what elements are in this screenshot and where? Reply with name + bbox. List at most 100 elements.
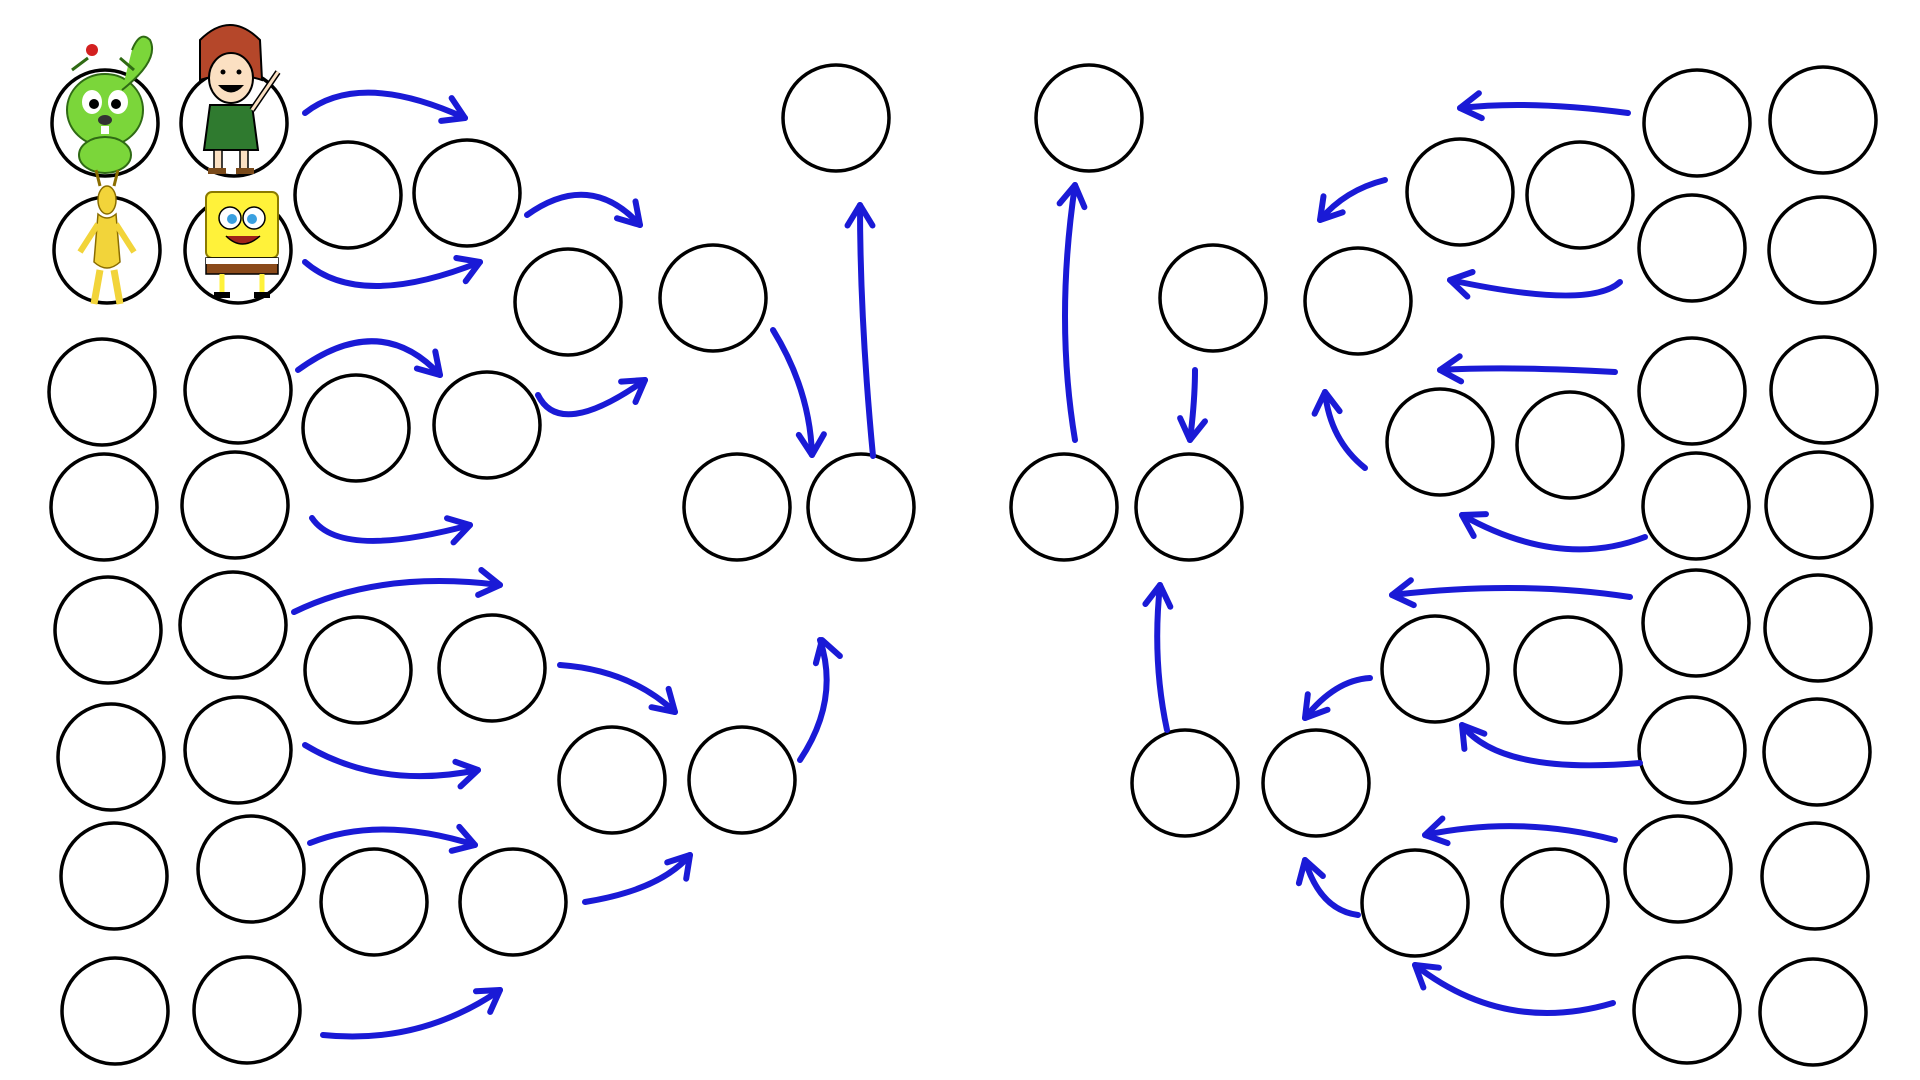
arrow-head-icon: [444, 515, 473, 546]
bracket-slot-r32-L3a[interactable]: [303, 615, 413, 725]
arrow-head-icon: [1056, 182, 1088, 211]
bracket-slot-r32-R1b[interactable]: [1525, 140, 1635, 250]
bracket-slot-r64-R7a[interactable]: [1623, 814, 1733, 924]
arrow-head-icon: [413, 348, 443, 378]
arrow-head-icon: [1437, 353, 1465, 385]
advance-arrow: [1422, 815, 1618, 847]
bracket-slot-e8-La[interactable]: [682, 452, 792, 562]
bracket-slot-r64-R2a[interactable]: [1637, 193, 1747, 303]
bracket-slot-s16-L2a[interactable]: [557, 725, 667, 835]
advance-arrow: [1317, 177, 1388, 223]
bracket-slot-final-R[interactable]: [1034, 63, 1144, 173]
bracket-slot-r64-L5b[interactable]: [178, 570, 288, 680]
bracket-slot-r32-R2a[interactable]: [1385, 387, 1495, 497]
advance-arrow: [1177, 367, 1208, 443]
advance-arrow: [524, 191, 643, 228]
arrow-head-icon: [1459, 511, 1489, 539]
bracket-slot-r64-R6b[interactable]: [1762, 697, 1872, 807]
bracket-slot-r32-R4b[interactable]: [1500, 847, 1610, 957]
arrow-head-icon: [1302, 691, 1331, 721]
arrow-head-icon: [438, 95, 468, 124]
bracket-slot-r64-L8b[interactable]: [192, 955, 302, 1065]
bracket-slot-r32-L1b[interactable]: [412, 138, 522, 248]
advance-arrow: [582, 852, 693, 905]
advance-arrow: [309, 515, 473, 546]
bracket-slot-r64-R1a[interactable]: [1642, 68, 1752, 178]
bracket-slot-r32-R2b[interactable]: [1515, 390, 1625, 500]
bracket-slot-s16-L1b[interactable]: [658, 243, 768, 353]
bracket-slot-r64-R4a[interactable]: [1641, 451, 1751, 561]
bracket-slot-s16-R1b[interactable]: [1303, 246, 1413, 356]
bracket-slot-r32-L1a[interactable]: [293, 140, 403, 250]
arrow-head-icon: [664, 852, 693, 882]
bracket-slot-r32-R3b[interactable]: [1513, 615, 1623, 725]
bracket-slot-r64-L6b[interactable]: [183, 695, 293, 805]
bracket-slot-r32-R1a[interactable]: [1405, 137, 1515, 247]
bracket-slot-r64-R3a[interactable]: [1637, 336, 1747, 446]
arrow-head-icon: [475, 567, 503, 598]
bracket-slot-s16-L2b[interactable]: [687, 725, 797, 835]
bracket-slot-s16-R1a[interactable]: [1158, 243, 1268, 353]
bracket-slot-r64-L7b[interactable]: [196, 814, 306, 924]
bracket-slot-r32-L3b[interactable]: [437, 613, 547, 723]
bracket-slot-s16-R2a[interactable]: [1130, 728, 1240, 838]
bracket-slot-r64-R8a[interactable]: [1632, 955, 1742, 1065]
bracket-slot-r64-L3b[interactable]: [183, 335, 293, 445]
advance-arrow: [1437, 353, 1618, 385]
advance-arrow: [770, 327, 827, 458]
advance-arrow: [1459, 722, 1643, 769]
bracket-slot-r64-L4a[interactable]: [49, 452, 159, 562]
advance-arrows: [291, 89, 1648, 1040]
bracket-slot-r64-L4b[interactable]: [180, 450, 290, 560]
bracket-slot-s16-L1a[interactable]: [513, 247, 623, 357]
advance-arrow: [535, 377, 648, 418]
bracket-slot-r64-R5a[interactable]: [1641, 568, 1751, 678]
arrow-head-icon: [844, 202, 876, 229]
arrow-head-icon: [1142, 582, 1174, 610]
advance-arrow: [307, 823, 478, 854]
advance-arrow: [1457, 90, 1631, 122]
bracket-slot-r64-L7a[interactable]: [59, 821, 169, 931]
bracket-slot-r64-L3a[interactable]: [47, 337, 157, 447]
arrow-head-icon: [1389, 577, 1417, 609]
advance-arrow: [1311, 389, 1368, 471]
arrow-head-icon: [473, 987, 503, 1015]
bracket-slot-r32-L2b[interactable]: [432, 370, 542, 480]
bracket-slots: [47, 63, 1879, 1067]
bracket-slot-e8-Ra[interactable]: [1009, 452, 1119, 562]
arrow-head-icon: [648, 685, 678, 715]
advance-arrow: [1142, 582, 1174, 733]
bracket-slot-r64-L8a[interactable]: [60, 956, 170, 1066]
advance-arrow: [302, 742, 481, 790]
green-squirrel-character-icon: [66, 35, 154, 174]
advance-arrow: [1412, 962, 1616, 1016]
bracket-slot-r64-R1b[interactable]: [1768, 65, 1878, 175]
bracket-slot-r32-L4a[interactable]: [319, 847, 429, 957]
yellow-creature-character-icon: [77, 169, 137, 305]
advance-arrow: [1447, 269, 1623, 300]
bracket-slot-e8-Rb[interactable]: [1134, 452, 1244, 562]
arrow-head-icon: [1457, 90, 1485, 122]
bracket-slot-final-L[interactable]: [781, 63, 891, 173]
bracket-slot-r32-L2a[interactable]: [301, 373, 411, 483]
bracket-slot-r64-R6a[interactable]: [1637, 695, 1747, 805]
advance-arrow: [302, 255, 483, 289]
bracket-slot-r64-R5b[interactable]: [1763, 573, 1873, 683]
bracket-slot-r64-L5a[interactable]: [53, 575, 163, 685]
bracket-slot-r64-R7b[interactable]: [1760, 821, 1870, 931]
bracket-slot-r32-L4b[interactable]: [458, 847, 568, 957]
bracket-slot-r64-R4b[interactable]: [1764, 450, 1874, 560]
arrow-head-icon: [1447, 269, 1476, 300]
bracket-slot-r64-L6a[interactable]: [56, 702, 166, 812]
bracket-slot-e8-Lb[interactable]: [806, 452, 916, 562]
bracket-slot-s16-R2b[interactable]: [1261, 728, 1371, 838]
bracket-slot-r64-R8b[interactable]: [1758, 957, 1868, 1067]
bracket-slot-r64-R2b[interactable]: [1767, 195, 1877, 305]
bracket-slot-r32-R3a[interactable]: [1380, 614, 1490, 724]
advance-arrow: [320, 987, 503, 1040]
bracket-slot-r64-R3b[interactable]: [1769, 335, 1879, 445]
bracket-slot-r32-R4a[interactable]: [1360, 848, 1470, 958]
arrow-head-icon: [453, 255, 483, 285]
arrow-head-icon: [1177, 415, 1208, 443]
advance-arrow: [291, 567, 503, 615]
